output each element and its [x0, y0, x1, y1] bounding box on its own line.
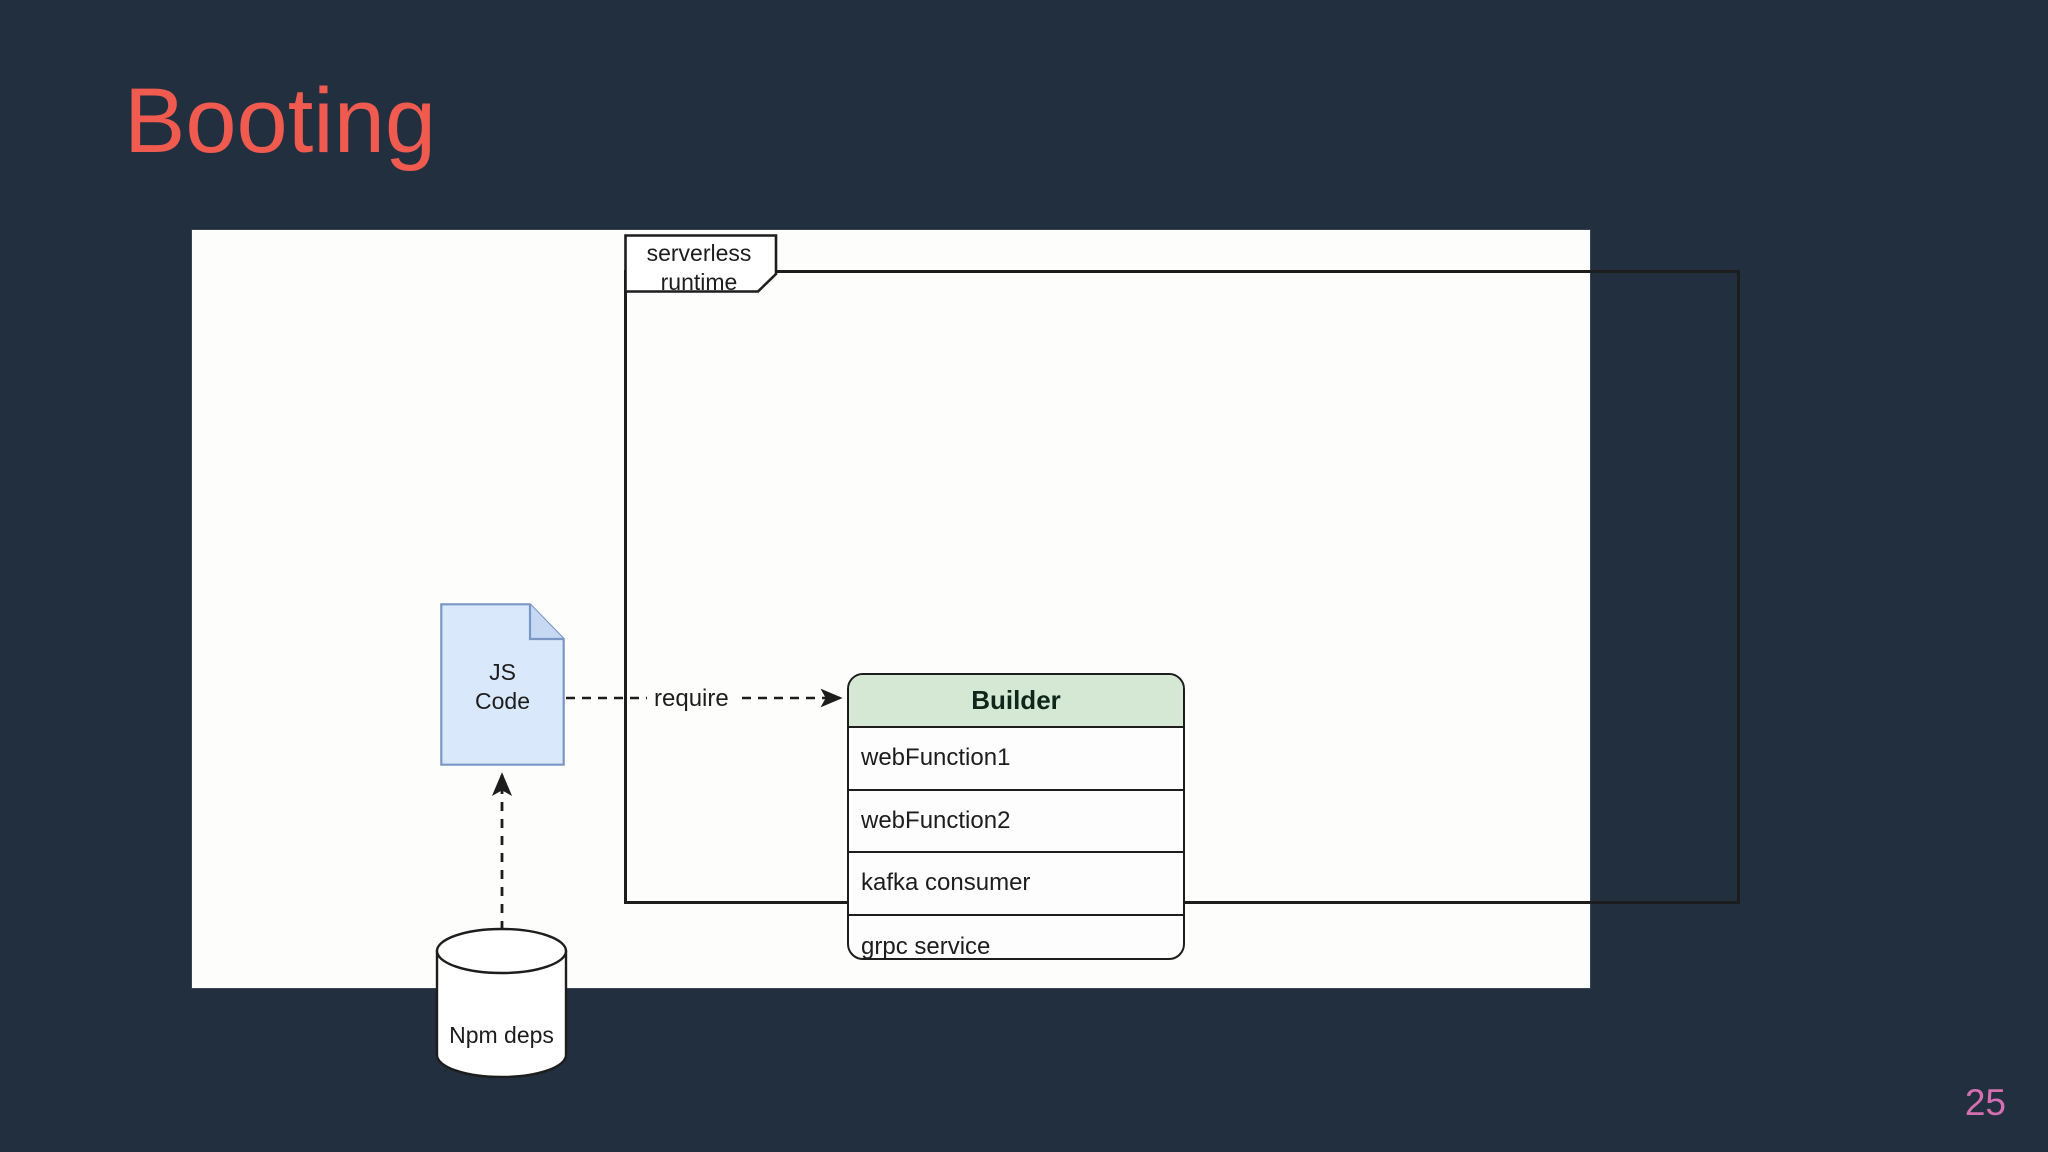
builder-header: Builder: [849, 675, 1183, 728]
serverless-runtime-tab: serverless runtime: [624, 234, 804, 295]
page-number: 25: [1964, 1082, 2006, 1123]
js-code-node[interactable]: JS Code: [440, 603, 565, 766]
builder-row-webfunction1[interactable]: webFunction1: [849, 728, 1183, 791]
builder-row-kafka-consumer[interactable]: kafka consumer: [849, 853, 1183, 916]
document-shape-icon: [440, 603, 565, 766]
js-code-label: JS Code: [475, 659, 530, 714]
npm-deps-label: Npm deps: [449, 1022, 554, 1048]
npm-deps-node[interactable]: Npm deps: [435, 927, 568, 1079]
runtime-tab-shape: [624, 234, 778, 293]
serverless-runtime-label: serverless runtime: [646, 240, 752, 295]
builder-row-grpc-service[interactable]: grpc service: [861, 932, 991, 960]
edge-label-require: require: [647, 685, 736, 713]
page-title: Booting: [124, 70, 437, 172]
database-cylinder-icon: [435, 927, 568, 1079]
builder-row-webfunction2[interactable]: webFunction2: [849, 791, 1183, 853]
builder-class-box[interactable]: Builder webFunction1 webFunction2 kafka …: [847, 673, 1185, 960]
diagram-panel: require serverless runtime Builder webFu…: [192, 230, 1740, 1079]
